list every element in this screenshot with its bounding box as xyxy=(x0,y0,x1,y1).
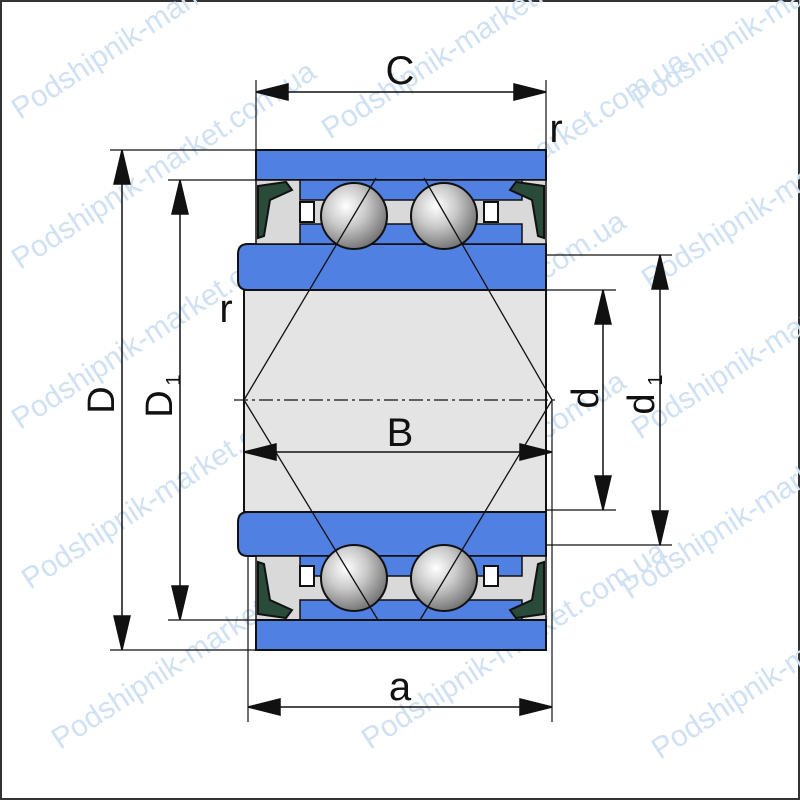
inner-ring-bottom xyxy=(237,511,547,557)
label-C: C xyxy=(386,49,415,93)
ball-top-right xyxy=(410,182,478,250)
label-D1-group: D 1 xyxy=(139,374,185,417)
dimension-D1 xyxy=(171,179,189,621)
label-a: a xyxy=(389,665,412,709)
seal-top-left xyxy=(257,180,294,240)
seal-top-right xyxy=(508,180,545,240)
label-D: D xyxy=(81,386,123,413)
cage-bottom-left xyxy=(299,565,315,587)
cage-bottom-right xyxy=(483,565,499,587)
label-d1-group: d 1 xyxy=(621,374,667,414)
label-r-left: r xyxy=(219,287,232,331)
label-d1: d xyxy=(621,393,663,414)
seal-bottom-right xyxy=(508,560,545,620)
dimension-D xyxy=(113,149,131,651)
cage-top-right xyxy=(483,201,499,223)
dimension-C xyxy=(255,83,547,101)
seal-bottom-left xyxy=(257,560,294,620)
extension-lines xyxy=(110,80,672,722)
contact-lines xyxy=(243,177,553,621)
label-D1-sub: 1 xyxy=(163,374,185,385)
dimension-B xyxy=(243,443,553,461)
bore-area xyxy=(243,289,547,513)
ball-bottom-left xyxy=(320,544,388,612)
dimension-d xyxy=(594,289,612,511)
cage-top-left xyxy=(299,201,315,223)
dimension-d1 xyxy=(651,254,669,546)
label-D1: D xyxy=(139,390,181,417)
label-d1-sub: 1 xyxy=(645,374,667,385)
inner-ring-top xyxy=(237,243,547,291)
label-B: B xyxy=(387,411,414,455)
label-d: d xyxy=(565,387,607,408)
dimension-a xyxy=(247,698,553,716)
ball-bottom-right xyxy=(410,544,478,612)
label-r-top: r xyxy=(549,107,562,151)
outer-ring-top xyxy=(255,149,547,181)
outer-ring-bottom xyxy=(255,619,547,651)
